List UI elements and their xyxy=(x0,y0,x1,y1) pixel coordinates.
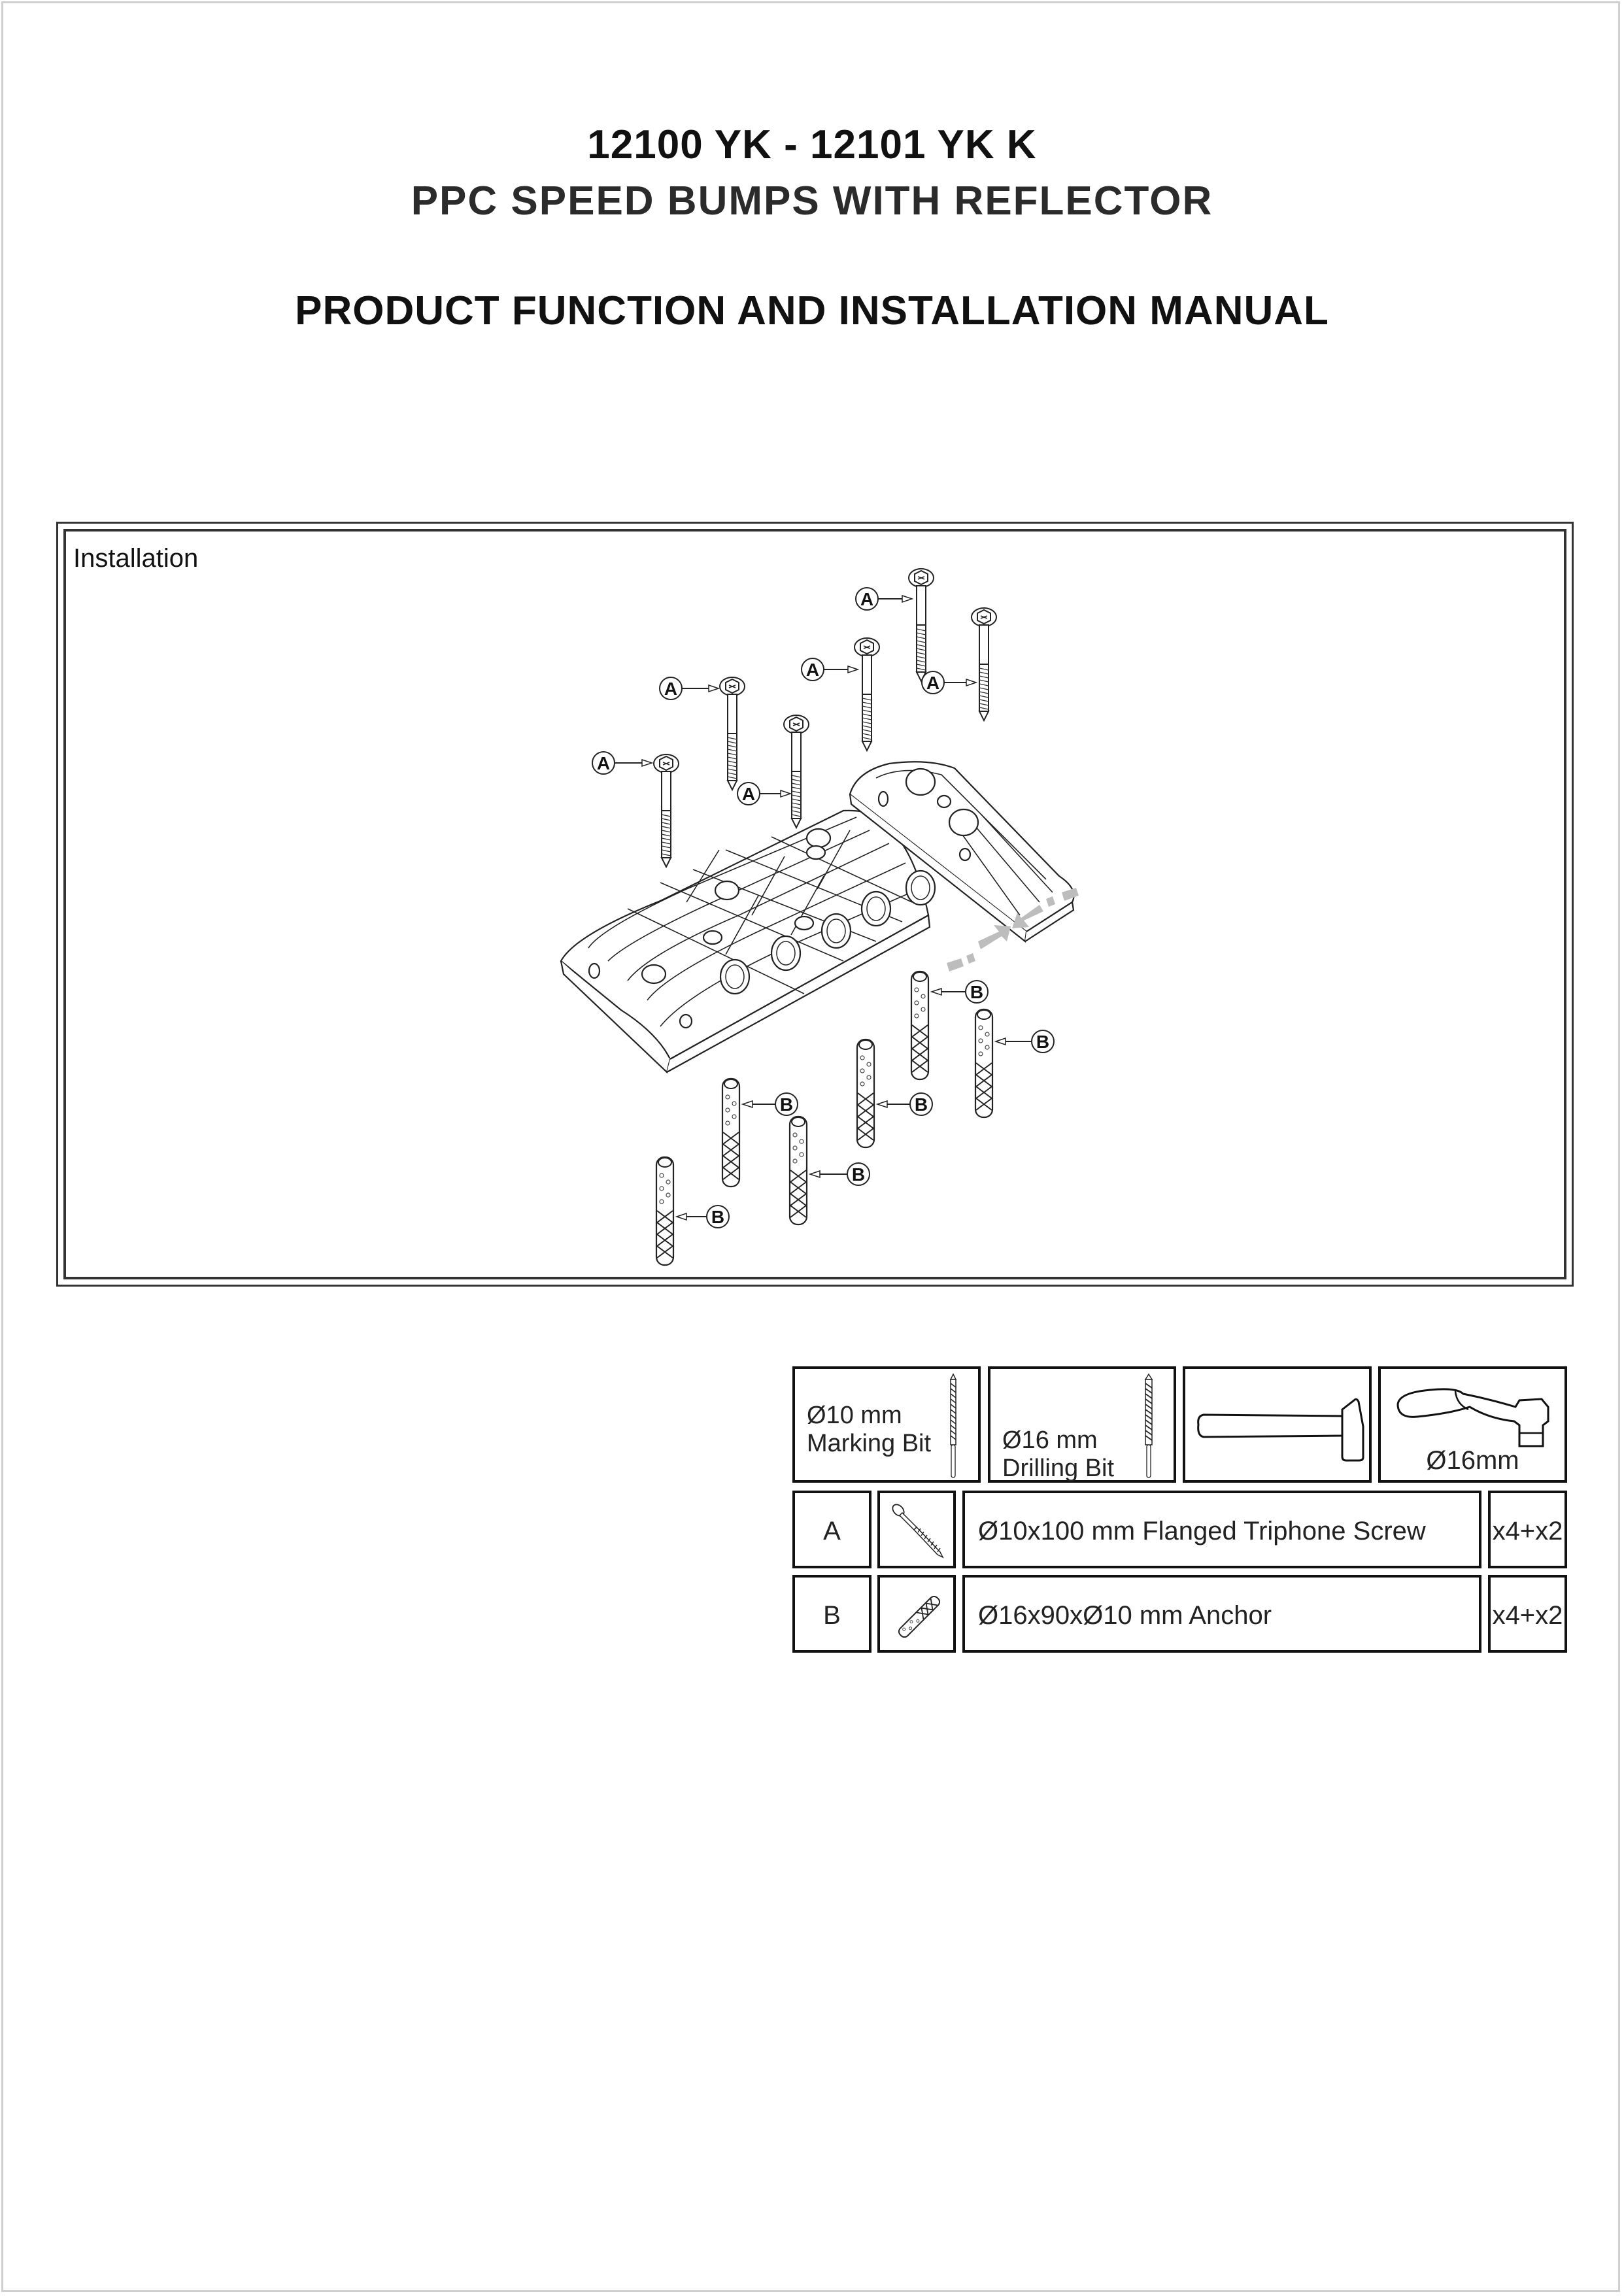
screw-icon xyxy=(801,637,880,751)
drilling-bit-icon xyxy=(1144,1373,1153,1478)
part-a-description-cell: Ø10x100 mm Flanged Triphone Screw xyxy=(962,1491,1481,1568)
part-b-description: Ø16x90xØ10 mm Anchor xyxy=(978,1601,1272,1630)
marking-bit-size: Ø10 mm xyxy=(807,1402,902,1429)
installation-frame-inner xyxy=(63,529,1566,1279)
screw-icon xyxy=(892,1504,944,1559)
screw-icon xyxy=(737,715,809,828)
marking-bit-icon xyxy=(949,1373,957,1478)
tool-cell-ratchet: Ø16mm xyxy=(1378,1366,1567,1483)
hammer-icon xyxy=(1197,1398,1364,1462)
speed-bump-main-section-icon xyxy=(560,809,936,1074)
part-a-icon-cell xyxy=(877,1491,956,1568)
drilling-bit-size: Ø16 mm xyxy=(1002,1427,1098,1454)
part-b-quantity-cell: x4+x2 xyxy=(1488,1575,1567,1653)
installation-frame-outer xyxy=(56,522,1574,1287)
tool-cell-drilling-bit: Ø16 mm Drilling Bit xyxy=(988,1366,1176,1483)
product-name-subtitle: PPC SPEED BUMPS WITH REFLECTOR xyxy=(411,178,1213,224)
tool-cell-hammer xyxy=(1183,1366,1372,1483)
screw-icon xyxy=(921,607,997,721)
screw-icon xyxy=(592,751,679,868)
ratchet-wrench-icon xyxy=(1396,1388,1549,1447)
screw-icon xyxy=(855,568,934,682)
part-a-description: Ø10x100 mm Flanged Triphone Screw xyxy=(978,1517,1426,1545)
marking-bit-label: Marking Bit xyxy=(807,1429,932,1457)
tool-cell-marking-bit: Ø10 mm Marking Bit xyxy=(792,1366,981,1483)
part-a-letter-cell: A xyxy=(792,1491,871,1568)
part-a-letter: A xyxy=(823,1517,841,1545)
part-b-quantity: x4+x2 xyxy=(1492,1601,1563,1630)
drilling-bit-label: Drilling Bit xyxy=(1002,1454,1115,1482)
part-a-quantity-cell: x4+x2 xyxy=(1488,1491,1567,1568)
anchor-icon xyxy=(721,1077,798,1188)
anchor-icon xyxy=(788,1115,870,1226)
anchor-icon xyxy=(655,1156,730,1266)
part-b-letter-cell: B xyxy=(792,1575,871,1653)
anchor-icon xyxy=(856,1038,933,1149)
model-numbers-title: 12100 YK - 12101 YK K xyxy=(587,122,1037,167)
assembly-arrow-icon xyxy=(947,888,1079,971)
socket-size-label: Ø16mm xyxy=(1426,1446,1519,1475)
installation-label: Installation xyxy=(73,544,199,573)
anchor-icon xyxy=(898,1595,941,1638)
part-b-description-cell: Ø16x90xØ10 mm Anchor xyxy=(962,1575,1481,1653)
speed-bump-end-cap-icon xyxy=(849,761,1075,943)
part-b-icon-cell xyxy=(877,1575,956,1653)
part-a-quantity: x4+x2 xyxy=(1492,1517,1563,1545)
anchor-icon xyxy=(910,970,989,1081)
manual-title: PRODUCT FUNCTION AND INSTALLATION MANUAL xyxy=(295,288,1329,333)
screw-icon xyxy=(659,677,745,790)
part-b-letter: B xyxy=(823,1601,841,1630)
anchor-icon xyxy=(974,1008,1055,1119)
